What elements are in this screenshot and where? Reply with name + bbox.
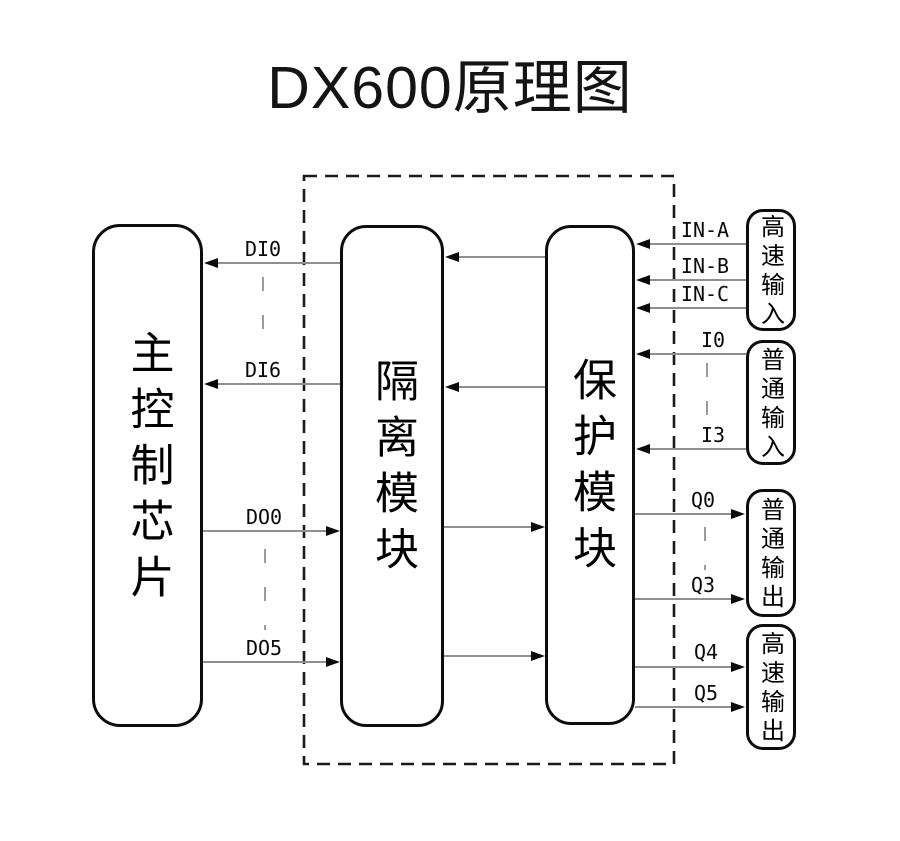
signal-label-in-c: IN-C [680,282,730,306]
arrow-di6 [204,379,340,389]
block-normal-output-label: 普通输出 [756,497,785,613]
block-high-speed-output: 高速输出 [746,624,796,750]
block-protection-label: 保护模块 [565,357,616,581]
signal-label-in-b: IN-B [680,254,730,278]
arrow-isolation-to-protection-2 [444,651,545,661]
signal-label-q3: Q3 [690,573,716,597]
arrow-i3 [636,444,746,454]
arrow-do5 [203,657,340,667]
arrow-i0 [636,349,746,359]
arrow-protection-to-isolation-2 [445,382,545,392]
block-main-chip: 主控制芯片 [92,224,203,727]
arrow-in-a [636,239,746,249]
block-isolation-label: 隔离模块 [367,358,418,582]
diagram-title: DX600原理图 [267,55,633,121]
block-normal-input: 普通输入 [746,340,796,465]
block-main-chip-label: 主控制芯片 [122,329,174,610]
block-normal-output: 普通输出 [746,489,796,617]
arrow-q0 [635,509,745,519]
signal-label-di0: DI0 [244,237,282,261]
block-isolation-module: 隔离模块 [340,225,444,727]
signal-label-di6: DI6 [244,358,282,382]
arrow-q4 [635,662,745,672]
signal-label-i0: I0 [700,328,726,352]
arrow-di0 [204,258,340,268]
arrow-q5 [635,702,745,712]
arrow-do0 [203,526,340,536]
dashed-boundary [302,174,676,766]
signal-label-do0: DO0 [245,505,283,529]
signal-label-q0: Q0 [690,488,716,512]
signal-label-q4: Q4 [693,640,719,664]
signal-label-i3: I3 [700,423,726,447]
arrow-q3 [635,594,745,604]
signal-label-do5: DO5 [245,636,283,660]
block-protection-module: 保护模块 [545,225,635,725]
arrow-in-b [636,275,746,285]
signal-label-q5: Q5 [693,681,719,705]
block-high-speed-input-label: 高速输入 [756,214,785,330]
block-high-speed-output-label: 高速输出 [756,631,785,747]
arrow-in-c [636,303,746,313]
block-high-speed-input: 高速输入 [746,209,796,331]
block-normal-input-label: 普通输入 [756,346,785,463]
signal-label-in-a: IN-A [680,218,730,242]
arrow-isolation-to-protection-1 [444,522,545,532]
arrow-protection-to-isolation-1 [445,252,545,262]
